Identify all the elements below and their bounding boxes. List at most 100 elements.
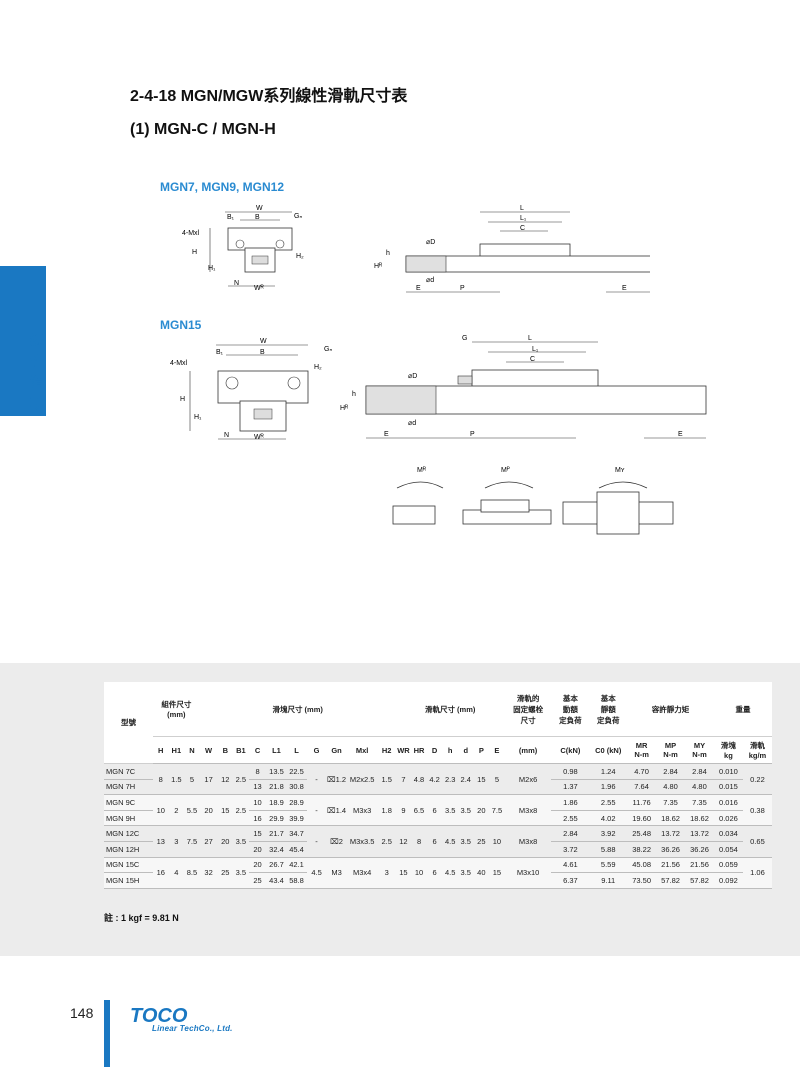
label-l: L	[528, 335, 532, 342]
th-h1: H1	[168, 736, 185, 764]
table-cell: -	[306, 763, 327, 796]
table-cell: 1.86	[551, 794, 590, 811]
table-cell: 20	[248, 841, 267, 858]
label-h-small: h	[352, 391, 356, 398]
th-c0-kn: C0 (kN)	[589, 736, 628, 764]
th-mp-label: MP	[664, 741, 677, 750]
table-cell: 22.5	[286, 763, 307, 780]
table-cell: 6.5	[411, 794, 427, 827]
table-cell: 73.50	[627, 872, 657, 889]
table-cell: 19.60	[627, 810, 657, 827]
label-phi-d-small: ⌀d	[408, 420, 416, 427]
table-cell: 32	[199, 856, 218, 889]
table-cell: 0.059	[713, 856, 743, 874]
th-h: H	[152, 736, 169, 764]
large-side-view-drawing: L L₁ C G ⌀D ⌀d h Hᴿ E P E	[340, 335, 707, 439]
table-cell: 3.5	[457, 856, 474, 889]
table-cell: 1.37	[551, 779, 590, 796]
table-cell: 36.26	[685, 841, 714, 858]
table-cell: M3x3	[346, 794, 378, 827]
unit-note: 註 : 1 kgf = 9.81 N	[104, 913, 179, 923]
table-cell: -	[306, 794, 327, 827]
table-cell: 28.9	[286, 794, 307, 811]
table-cell: -	[306, 825, 327, 858]
th-wr: WR	[395, 736, 412, 764]
table-cell: MGN 7C	[104, 763, 153, 780]
table-cell: 5.5	[184, 794, 200, 827]
table-cell: 11.76	[627, 794, 657, 811]
table-cell: 10	[152, 794, 169, 827]
table-cell: 7	[395, 763, 412, 796]
table-cell: 20	[473, 794, 490, 827]
table-cell: 4.5	[306, 856, 327, 889]
label-w: W	[256, 205, 263, 212]
brand-subtitle: Linear TechCo., Ltd.	[152, 1024, 233, 1033]
th-static-load: 基本靜額定負荷	[589, 682, 628, 737]
label-mp: Mᴾ	[501, 467, 510, 474]
th-w: W	[199, 736, 218, 764]
label-wr: Wᴿ	[254, 285, 265, 292]
label-p: P	[460, 285, 465, 292]
table-cell: 45.4	[286, 841, 307, 858]
label-h2: H₂	[296, 253, 304, 260]
table-cell: 1.5	[377, 763, 396, 796]
th-hr: HR	[411, 736, 427, 764]
table-cell: 10	[411, 856, 427, 889]
table-cell: 0.026	[713, 810, 743, 827]
table-cell: 2	[168, 794, 185, 827]
table-cell: 7.64	[627, 779, 657, 796]
table-cell: 15	[217, 794, 234, 827]
th-b1: B1	[233, 736, 249, 764]
table-cell: 9.11	[589, 872, 628, 889]
label-h1: H₁	[208, 265, 216, 272]
table-cell: 38.22	[627, 841, 657, 858]
th-dynamic-load: 基本動額定負荷	[551, 682, 590, 737]
table-cell: MGN 15C	[104, 856, 153, 874]
table-cell: MGN 12C	[104, 825, 153, 842]
th-block: 滑塊尺寸 (mm)	[199, 682, 396, 737]
label-gn: Gₙ	[324, 346, 332, 353]
label-e: E	[384, 431, 389, 438]
table-cell: 1.06	[742, 856, 772, 889]
side-tab	[0, 266, 46, 416]
table-cell: 10	[489, 825, 505, 858]
table-cell: MGN 9H	[104, 810, 153, 827]
label-h1: H₁	[194, 414, 202, 421]
section-label-small: MGN7, MGN9, MGN12	[160, 180, 285, 194]
table-cell: 2.55	[589, 794, 628, 811]
table-cell: 0.22	[742, 763, 772, 796]
label-b: B	[255, 214, 260, 221]
table-cell: 25	[217, 856, 234, 889]
table-cell: 13	[152, 825, 169, 858]
table-cell: 6	[426, 856, 443, 889]
table-cell: 6.37	[551, 872, 590, 889]
table-cell: 3.5	[233, 825, 249, 858]
label-h: H	[192, 249, 197, 256]
th-bolt-unit: (mm)	[504, 736, 552, 764]
table-cell: 45.08	[627, 856, 657, 874]
brand-name: TOCO	[130, 1005, 188, 1026]
table-cell: 0.65	[742, 825, 772, 858]
table-cell: 6	[426, 794, 443, 827]
table-cell: 20	[248, 856, 267, 874]
label-c: C	[520, 225, 525, 232]
th-rail-weight-unit: kg/m	[748, 751, 767, 760]
label-n: N	[224, 432, 229, 439]
th-p: P	[473, 736, 490, 764]
page-subtitle: (1) MGN-C / MGN-H	[130, 121, 276, 138]
table-cell: 4.2	[426, 763, 443, 796]
table-cell: 21.7	[266, 825, 287, 842]
table-cell: 25	[473, 825, 490, 858]
table-cell: 1.96	[589, 779, 628, 796]
label-h: H	[180, 396, 185, 403]
table-cell: 0.015	[713, 779, 743, 796]
